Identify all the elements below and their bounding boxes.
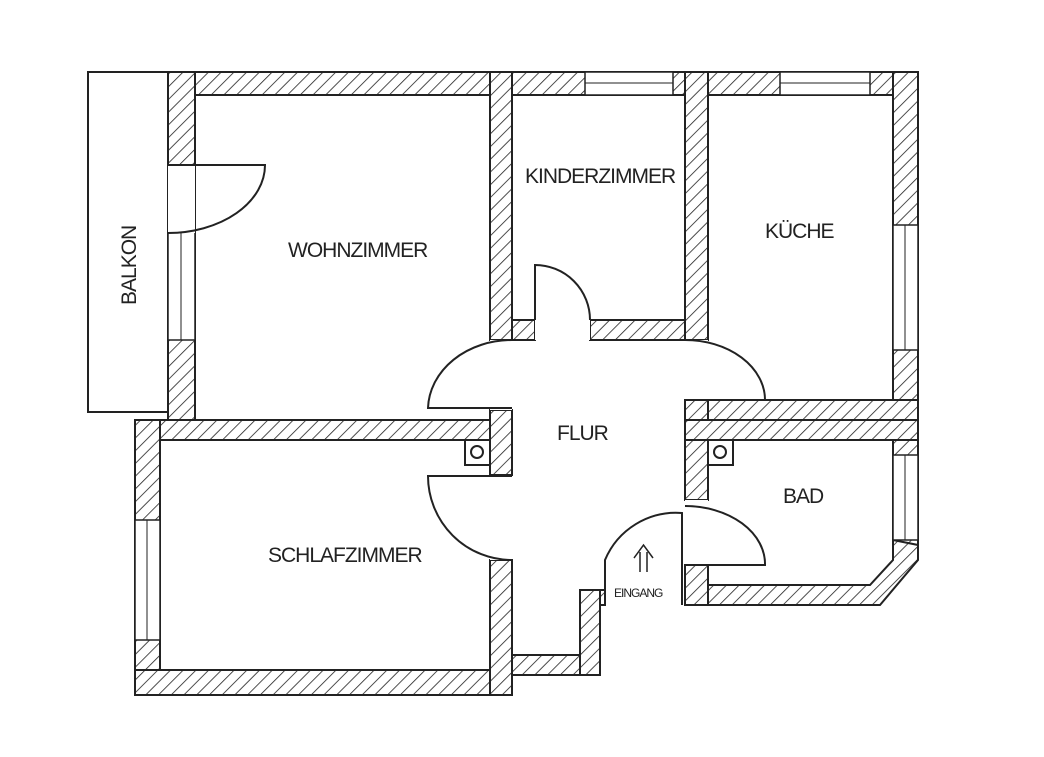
room-label-balkon: BALKON	[118, 226, 141, 305]
room-label-bad: BAD	[783, 485, 824, 508]
entrance-arrow-icon	[633, 543, 654, 572]
room-label-eingang: EINGANG	[614, 586, 663, 600]
room-label-flur: FLUR	[557, 422, 609, 445]
room-label-kinderzimmer: KINDERZIMMER	[525, 165, 676, 188]
balcony	[87, 71, 169, 413]
room-label-wohnzimmer: WOHNZIMMER	[288, 239, 428, 262]
room-label-kueche: KÜCHE	[765, 220, 835, 243]
room-label-schlafzimmer: SCHLAFZIMMER	[268, 544, 423, 567]
doors	[167, 164, 767, 605]
windows	[134, 71, 919, 641]
chimney-icons	[464, 439, 734, 466]
